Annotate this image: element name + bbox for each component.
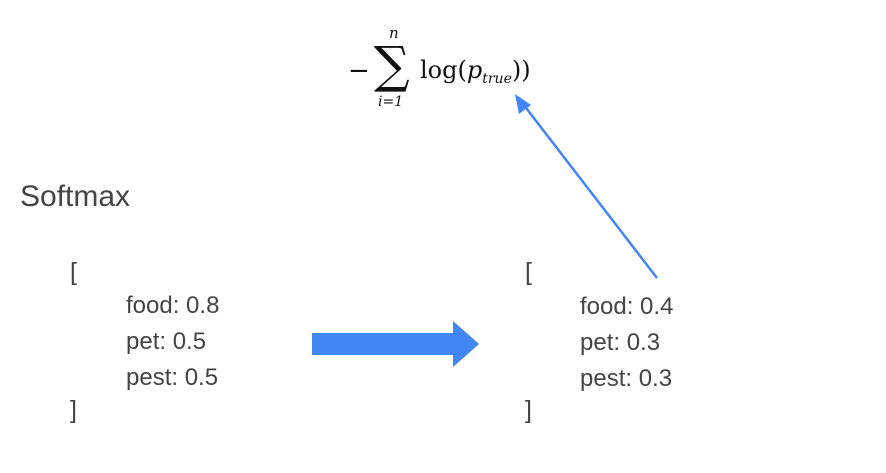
- section-title: Softmax: [20, 180, 131, 213]
- formula-log: log(: [420, 56, 467, 84]
- output-close-bracket: ]: [525, 396, 532, 424]
- cross-entropy-formula: − ∑ n i=1 log(ptrue)): [340, 18, 570, 118]
- formula-upper-limit: n: [389, 24, 399, 42]
- output-entry-pest: pest: 0.3: [580, 365, 673, 392]
- thin-arrow-head: [515, 94, 531, 114]
- formula-log-term: log(ptrue)): [420, 56, 531, 87]
- formula-p: p: [466, 56, 483, 84]
- output-open-bracket: [: [525, 258, 532, 286]
- input-close-bracket: ]: [70, 396, 77, 424]
- output-entry-pet: pet: 0.3: [580, 329, 661, 356]
- formula-minus: −: [348, 56, 370, 86]
- formula-lower-limit: i=1: [378, 94, 404, 110]
- formula-subscript: true: [482, 71, 512, 87]
- thin-arrow-line: [522, 103, 658, 279]
- input-entry-pest: pest: 0.5: [126, 364, 219, 391]
- formula-sigma: ∑: [374, 36, 410, 94]
- formula-close: )): [511, 56, 531, 84]
- input-entry-pet: pet: 0.5: [126, 328, 207, 355]
- input-open-bracket: [: [70, 258, 77, 286]
- block-arrow: [312, 321, 479, 367]
- output-entry-food: food: 0.4: [580, 293, 674, 320]
- input-entry-food: food: 0.8: [126, 292, 220, 319]
